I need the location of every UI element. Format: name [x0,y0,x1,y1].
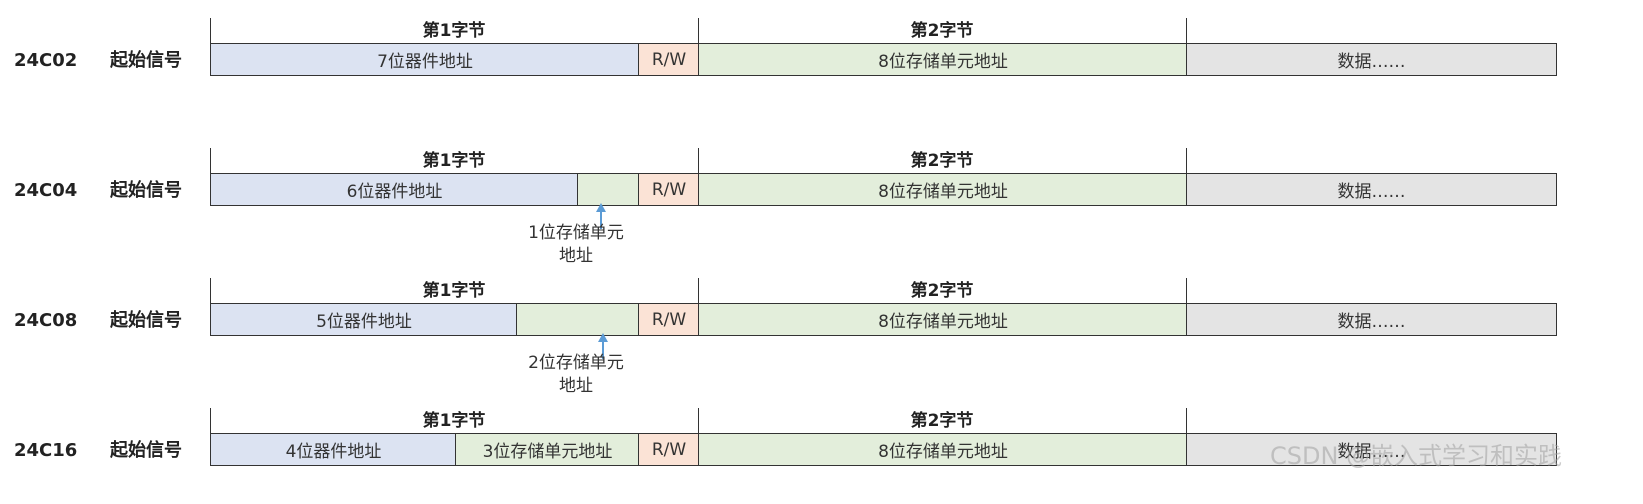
up-arrow-icon [598,333,608,359]
memory-address-field: 8位存储单元地址 [698,433,1188,466]
byte1-start-marker [210,278,211,304]
byte2-header: 第2字节 [910,21,974,41]
rw-bit-field: R/W [638,303,700,336]
byte-boundary-marker [698,148,699,174]
byte1-start-marker [210,18,211,44]
byte2-header: 第2字节 [910,281,974,301]
data-field: 数据…… [1186,303,1557,336]
rw-bit-field: R/W [638,43,700,76]
page-address-annotation: 1位存储单元 地址 [511,222,641,268]
byte2-end-marker [1186,148,1187,174]
byte1-header: 第1字节 [422,151,486,171]
frame-row-24c16: 24C16 起始信号 第1字节 第2字节 4位器件地址 3位存储单元地址 R/W… [0,408,1643,468]
start-signal-label: 起始信号 [110,180,182,201]
chip-label: 24C08 [14,310,78,331]
byte1-header: 第1字节 [422,21,486,41]
byte1-header: 第1字节 [422,411,486,431]
data-field: 数据…… [1186,433,1557,466]
start-signal-label: 起始信号 [110,440,182,461]
rw-bit-field: R/W [638,433,700,466]
annotation-line: 地址 [559,246,593,266]
memory-address-field: 8位存储单元地址 [698,303,1188,336]
byte2-end-marker [1186,18,1187,44]
byte2-header: 第2字节 [910,411,974,431]
device-address-field: 6位器件地址 [210,173,579,206]
annotation-line: 地址 [559,376,593,396]
byte2-end-marker [1186,408,1187,434]
byte1-header: 第1字节 [422,281,486,301]
memory-address-field: 8位存储单元地址 [698,43,1188,76]
frame-row-24c08: 24C08 起始信号 第1字节 第2字节 5位器件地址 R/W 8位存储单元地址… [0,278,1643,338]
byte-boundary-marker [698,278,699,304]
frame-row-24c04: 24C04 起始信号 第1字节 第2字节 6位器件地址 R/W 8位存储单元地址… [0,148,1643,208]
chip-label: 24C16 [14,440,78,461]
annotation-line: 1位存储单元 [528,223,624,243]
page-address-annotation: 2位存储单元 地址 [511,352,641,398]
watermark: CSDN @嵌入式学习和实践 [1270,442,1563,470]
byte-boundary-marker [698,18,699,44]
byte2-end-marker [1186,278,1187,304]
frame-row-24c02: 24C02 起始信号 第1字节 第2字节 7位器件地址 R/W 8位存储单元地址… [0,18,1643,78]
device-address-field: 4位器件地址 [210,433,457,466]
byte1-start-marker [210,148,211,174]
page-address-bit-field [516,303,640,336]
annotation-line: 2位存储单元 [528,353,624,373]
device-address-field: 5位器件地址 [210,303,518,336]
start-signal-label: 起始信号 [110,310,182,331]
page-address-field: 3位存储单元地址 [455,433,640,466]
chip-label: 24C02 [14,50,78,71]
up-arrow-icon [596,203,606,229]
page-address-bit-field [577,173,640,206]
device-address-field: 7位器件地址 [210,43,640,76]
start-signal-label: 起始信号 [110,50,182,71]
data-field: 数据…… [1186,43,1557,76]
chip-label: 24C04 [14,180,78,201]
byte1-start-marker [210,408,211,434]
rw-bit-field: R/W [638,173,700,206]
memory-address-field: 8位存储单元地址 [698,173,1188,206]
byte-boundary-marker [698,408,699,434]
data-field: 数据…… [1186,173,1557,206]
byte2-header: 第2字节 [910,151,974,171]
